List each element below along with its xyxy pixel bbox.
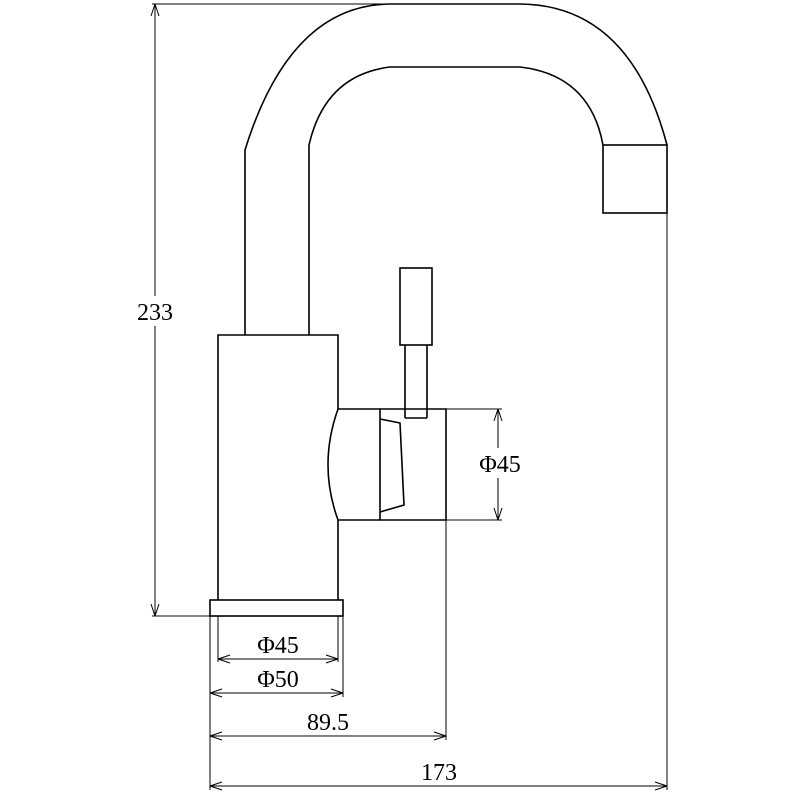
lever-grip (399, 267, 433, 346)
dimension-label-total-height: 233 (137, 300, 173, 326)
dimension-label-spout-reach: 173 (421, 760, 457, 786)
spout-inner-contour (308, 66, 604, 335)
dimension-label-handle-diameter: Φ45 (479, 452, 521, 478)
dimension-base-ring-diameter: Φ50 (209, 616, 344, 698)
dimension-total-height: 233 (130, 3, 390, 617)
base-ring (209, 599, 344, 617)
lever-stem (404, 345, 428, 419)
dimension-spout-reach: 173 (209, 213, 668, 791)
handle-cartridge (380, 408, 447, 521)
dimension-label-base-diameter: Φ45 (257, 633, 299, 659)
dimension-base-diameter: Φ45 (217, 616, 339, 664)
faucet-outline (209, 3, 668, 617)
spout-outlet (602, 144, 668, 214)
dimension-handle-diameter: Φ45 (446, 408, 528, 521)
handle-cartridge-step (379, 418, 405, 513)
dimension-handle-reach: 89.5 (209, 520, 447, 790)
dimension-label-base-ring-diameter: Φ50 (257, 667, 299, 693)
handle-cap (327, 408, 381, 521)
dimension-label-handle-reach: 89.5 (307, 710, 349, 736)
faucet-body (217, 334, 339, 600)
